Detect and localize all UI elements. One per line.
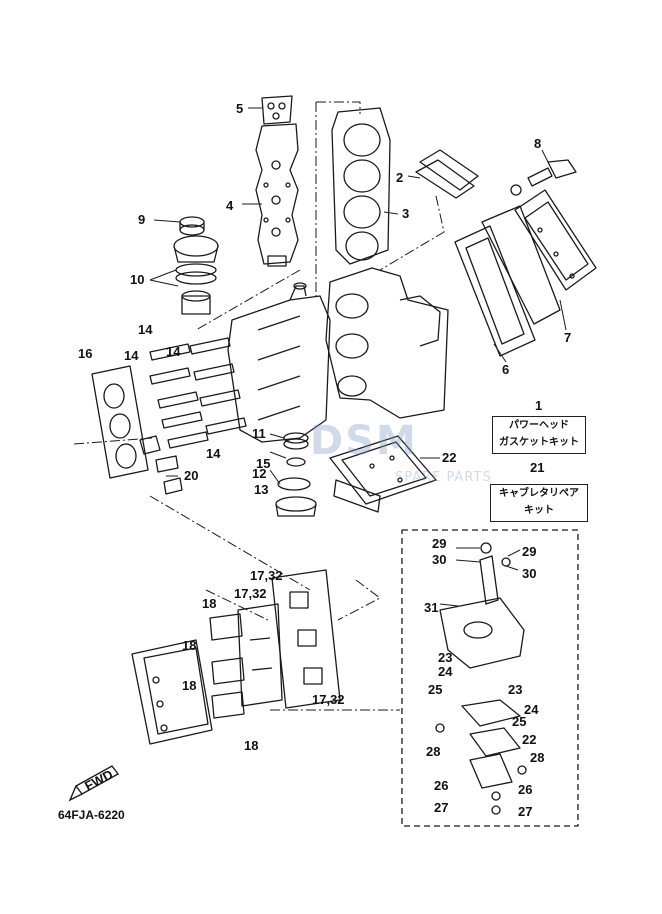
callout-17-32-c: 17,32 bbox=[312, 692, 345, 707]
callout-26-a: 26 bbox=[434, 778, 448, 793]
callout-29-b: 29 bbox=[522, 544, 536, 559]
silencer-cover bbox=[131, 639, 213, 745]
part-18-gaskets bbox=[209, 613, 245, 719]
callout-8: 8 bbox=[534, 136, 541, 151]
kit-21-number: 21 bbox=[530, 460, 545, 475]
kit-21-box: キャブレタリペア キット bbox=[490, 484, 588, 522]
part-10-bearing-housing bbox=[173, 235, 219, 315]
part-12-washer bbox=[286, 457, 306, 467]
callout-18-b: 18 bbox=[182, 638, 196, 653]
carburetor-detail-frame bbox=[401, 529, 579, 827]
part-2-cover bbox=[415, 149, 479, 199]
part-5-cover-plate bbox=[261, 95, 293, 125]
callout-24-b: 24 bbox=[524, 702, 539, 717]
part-7-exhaust-cover bbox=[514, 189, 597, 291]
callout-4: 4 bbox=[226, 198, 234, 213]
carburetor-body bbox=[435, 542, 527, 815]
callout-23-b: 23 bbox=[508, 682, 522, 697]
part-13-bearing bbox=[275, 477, 317, 517]
callout-14-b: 14 bbox=[124, 348, 139, 363]
part-8-fitting bbox=[510, 159, 577, 196]
callout-30-a: 30 bbox=[432, 552, 446, 567]
diagram-code: 64FJA-6220 bbox=[58, 808, 125, 822]
callout-28-b: 28 bbox=[530, 750, 544, 765]
part-17-32-carb-gaskets bbox=[237, 569, 341, 709]
callout-3: 3 bbox=[402, 206, 409, 221]
callout-23-a: 23 bbox=[438, 650, 452, 665]
callout-18-d: 18 bbox=[244, 738, 258, 753]
callout-19: 20 bbox=[184, 468, 198, 483]
callout-22: 22 bbox=[522, 732, 536, 747]
callout-20: 22 bbox=[442, 450, 456, 465]
callout-5: 5 bbox=[236, 101, 243, 116]
part-14-reed-gaskets bbox=[149, 337, 247, 449]
watermark-subtitle: SPARE PARTS bbox=[395, 470, 492, 485]
callout-29-a: 29 bbox=[432, 536, 446, 551]
callout-16: 16 bbox=[78, 346, 92, 361]
watermark-logo: DSM bbox=[310, 418, 418, 464]
callout-17-32-a: 17,32 bbox=[250, 568, 283, 583]
callout-14-a: 14 bbox=[138, 322, 153, 337]
kit-1-line-2: ガスケットキット bbox=[499, 437, 579, 448]
callout-6: 6 bbox=[502, 362, 509, 377]
callout-9: 9 bbox=[138, 212, 145, 227]
callout-24-a: 24 bbox=[438, 664, 453, 679]
callout-2: 2 bbox=[396, 170, 403, 185]
part-20-base-gasket bbox=[329, 435, 437, 513]
callout-13: 13 bbox=[254, 482, 268, 497]
part-4-gasket bbox=[255, 123, 299, 267]
part-6-exhaust-gasket bbox=[454, 205, 561, 357]
cylinder-block bbox=[325, 267, 449, 419]
kit-1-number: 1 bbox=[535, 398, 543, 413]
part-9-seal bbox=[179, 216, 205, 236]
callout-25-b: 25 bbox=[512, 714, 526, 729]
part-16-manifold-plate bbox=[91, 365, 149, 479]
callout-25-a: 25 bbox=[428, 682, 442, 697]
callout-12: 12 bbox=[252, 466, 266, 481]
callout-27-b: 27 bbox=[518, 804, 532, 819]
kit-21-line-2: キット bbox=[524, 505, 554, 516]
fwd-arrow bbox=[68, 765, 120, 802]
callout-7: 7 bbox=[564, 330, 571, 345]
callout-27-a: 27 bbox=[434, 800, 448, 815]
callout-11: 11 bbox=[252, 426, 266, 441]
callout-28-a: 28 bbox=[426, 744, 440, 759]
part-19-plate bbox=[139, 435, 183, 495]
fwd-label: FWD bbox=[82, 767, 115, 794]
crankcase bbox=[227, 282, 331, 443]
callout-18-c: 18 bbox=[182, 678, 196, 693]
callout-14-c: 14 bbox=[166, 344, 181, 359]
callout-14-d: 14 bbox=[206, 446, 221, 461]
part-3-head-gasket bbox=[331, 107, 391, 265]
callout-30-b: 30 bbox=[522, 566, 536, 581]
callout-18-a: 18 bbox=[202, 596, 216, 611]
kit-21-line-1: キャブレタリペア bbox=[499, 488, 579, 499]
callout-15: 15 bbox=[256, 456, 270, 471]
callout-10: 10 bbox=[130, 272, 144, 287]
kit-1-box: パワーヘッド ガスケットキット bbox=[492, 416, 586, 454]
callout-26-b: 26 bbox=[518, 782, 532, 797]
callout-31: 31 bbox=[424, 600, 438, 615]
kit-1-line-1: パワーヘッド bbox=[509, 420, 569, 431]
callout-17-32-b: 17,32 bbox=[234, 586, 267, 601]
